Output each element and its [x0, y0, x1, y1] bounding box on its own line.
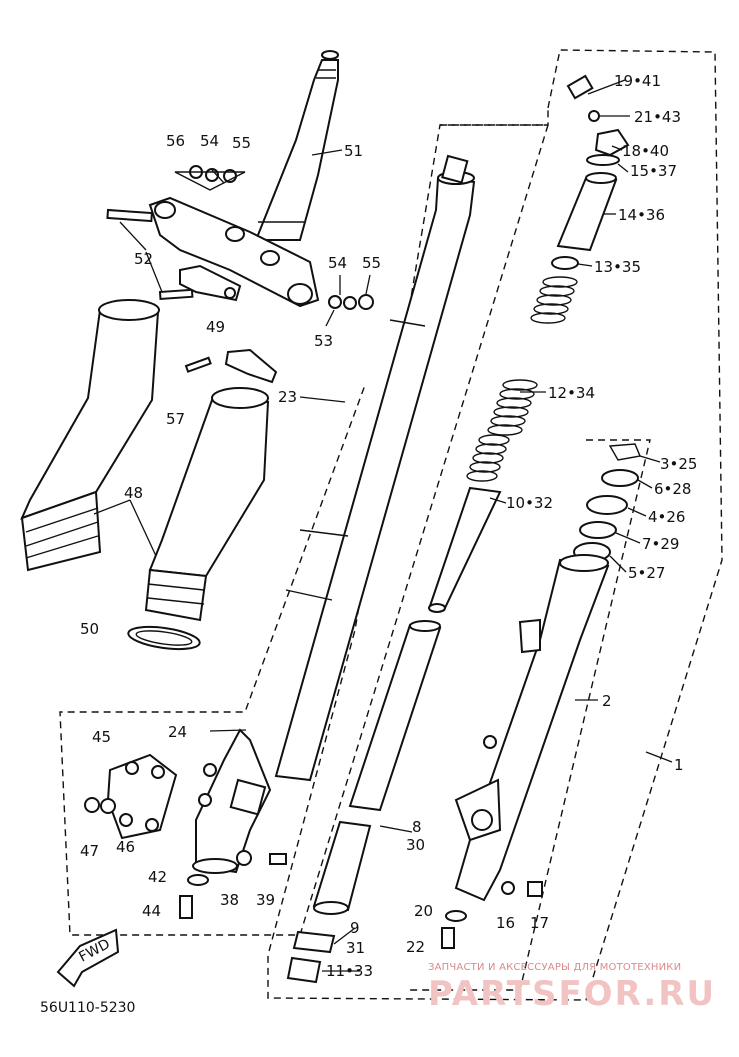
label-17: 17 — [530, 914, 549, 932]
label-52: 52 — [134, 250, 153, 268]
fork-springs — [466, 276, 578, 482]
leader-lines — [93, 79, 673, 972]
forward-arrow: FWD — [56, 928, 120, 988]
label-14-36: 14•36 — [618, 206, 665, 224]
axle-holder — [106, 753, 178, 840]
damper-rod — [428, 486, 502, 613]
label-47: 47 — [80, 842, 99, 860]
label-4-26: 4•26 — [648, 508, 685, 526]
label-21-43: 21•43 — [634, 108, 681, 126]
fork-boot-left — [20, 299, 160, 572]
label-2: 2 — [602, 692, 612, 710]
screw — [184, 356, 212, 373]
label-31: 31 — [346, 939, 365, 957]
diagram-code: 56U110-5230 — [40, 1000, 135, 1016]
label-45: 45 — [92, 728, 111, 746]
label-56: 56 — [166, 132, 185, 150]
fork-boot-right — [144, 387, 270, 622]
label-8: 8 — [412, 818, 422, 836]
spacer-pipe — [556, 172, 618, 252]
label-20: 20 — [414, 902, 433, 920]
label-18-40: 18•40 — [622, 142, 669, 160]
label-9: 9 — [350, 919, 360, 937]
inner-tube — [274, 154, 476, 782]
label-55-top: 55 — [232, 134, 251, 152]
part-labels: 51 56 54 55 52 54 55 53 49 57 23 48 50 2… — [80, 72, 697, 980]
boot-guide — [224, 348, 278, 384]
label-13-35: 13•35 — [594, 258, 641, 276]
label-50: 50 — [80, 620, 99, 638]
steering-stem — [254, 50, 339, 241]
label-16: 16 — [496, 914, 515, 932]
label-54-right: 54 — [328, 254, 347, 272]
spring-seat — [551, 256, 579, 270]
lower-fasteners-right — [441, 881, 543, 949]
under-bracket — [148, 196, 320, 308]
label-55-right: 55 — [362, 254, 381, 272]
slide-bushings — [286, 620, 442, 984]
label-19-41: 19•41 — [614, 72, 661, 90]
label-51: 51 — [344, 142, 363, 160]
label-38: 38 — [220, 891, 239, 909]
label-23: 23 — [278, 388, 297, 406]
outer-tube-left — [192, 728, 272, 874]
seal-stack — [573, 443, 641, 562]
watermark-tagline: ЗАПЧАСТИ И АКСЕССУАРЫ ДЛЯ МОТОТЕХНИКИ — [428, 962, 682, 973]
outer-tube-boundary — [410, 439, 651, 991]
lower-fasteners-left — [84, 797, 287, 919]
clamp-bolts — [106, 208, 194, 301]
label-39: 39 — [256, 891, 275, 909]
label-22: 22 — [406, 938, 425, 956]
label-53: 53 — [314, 332, 333, 350]
small-fasteners — [174, 165, 374, 310]
label-1: 1 — [674, 756, 684, 774]
label-54-top: 54 — [200, 132, 219, 150]
label-48: 48 — [124, 484, 143, 502]
label-5-27: 5•27 — [628, 564, 665, 582]
label-46: 46 — [116, 838, 135, 856]
outer-tube-right — [454, 554, 610, 902]
label-57: 57 — [166, 410, 185, 428]
label-3-25: 3•25 — [660, 455, 697, 473]
label-24: 24 — [168, 723, 187, 741]
label-6-28: 6•28 — [654, 480, 691, 498]
watermark: ЗАПЧАСТИ И АКСЕССУАРЫ ДЛЯ МОТОТЕХНИКИ PA… — [428, 962, 728, 1013]
label-12-34: 12•34 — [548, 384, 595, 402]
cable-guide — [179, 264, 242, 302]
label-7-29: 7•29 — [642, 535, 679, 553]
label-42: 42 — [148, 868, 167, 886]
inner-tube-boundary — [59, 124, 549, 936]
label-30: 30 — [406, 836, 425, 854]
label-15-37: 15•37 — [630, 162, 677, 180]
label-11-33: 11•33 — [326, 962, 373, 980]
label-49: 49 — [206, 318, 225, 336]
assembly-boundaries — [59, 49, 723, 1001]
label-10-32: 10•32 — [506, 494, 553, 512]
label-44: 44 — [142, 902, 161, 920]
watermark-logo: PARTSFOR.RU — [428, 974, 717, 1014]
boot-band — [127, 625, 201, 651]
